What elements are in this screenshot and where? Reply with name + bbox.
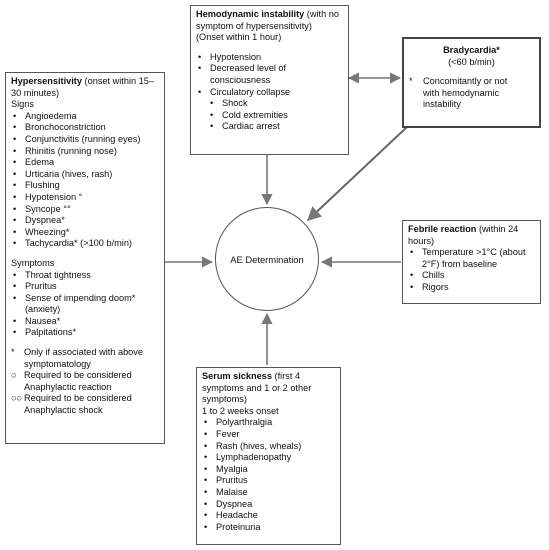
list-item: Rash (hives, wheals) [202,441,335,453]
list-item: Lymphadenopathy [202,452,335,464]
febrile-list: Temperature >1°C (about 2°F) from baseli… [408,247,535,293]
signs-heading: Signs [11,99,34,110]
footnote-single-circle: ○Required to be considered Anaphylactic … [11,370,132,392]
bradycardia-note-line: Concomitantly or not [423,76,508,87]
list-item-continuation: consciousness [210,74,271,85]
hemodynamic-box: Hemodynamic instability (with no symptom… [190,5,349,155]
hemodynamic-list: Hypotension Decreased level of conscious… [196,52,343,133]
list-item: Rhinitis (running nose) [11,146,159,158]
list-item: Edema [11,157,159,169]
list-item: Conjunctivitis (running eyes) [11,134,159,146]
ae-determination-node: AE Determination [215,207,319,311]
list-item: Rigors [408,282,535,294]
footnote-double-circle: ○○Required to be considered Anaphylactic… [11,393,132,416]
serum-list: Polyarthralgia Fever Rash (hives, wheals… [202,417,335,533]
list-item: Malaise [202,487,335,499]
list-item: Sense of impending doom* [11,293,159,305]
hemodynamic-onset: (Onset within 1 hour) [196,32,282,43]
hypersensitivity-box: Hypersensitivity (onset within 15– 30 mi… [5,72,165,444]
bradycardia-note-line: with hemodynamic [423,87,500,98]
list-item-continuation: 2°F) from baseline [422,258,498,269]
serum-heading-line3: symptoms) [202,394,247,405]
list-item: Pruritus [202,475,335,487]
arrow-bradycardia-to-center [306,126,408,221]
symptoms-heading: Symptoms [11,257,55,268]
list-item: Pruritus [11,281,159,293]
list-item: Temperature >1°C (about [408,247,535,259]
sub-list-item: Shock [196,98,343,110]
list-item: Myalgia [202,464,335,476]
list-item: Urticaria (hives, rash) [11,169,159,181]
hemodynamic-heading-line2: symptom of hypersensitivity) [196,20,312,31]
list-item: Flushing [11,180,159,192]
footnote-asterisk: *Only if associated with above symptomat… [11,347,143,369]
sub-list-item: Cardiac arrest [196,121,343,133]
list-item: Throat tightness [11,270,159,282]
bradycardia-box: Bradycardia* (<60 b/min) * Concomitantly… [402,37,541,128]
bradycardia-criterion: (<60 b/min) [448,56,495,67]
bradycardia-note: * Concomitantly or not with hemodynamic … [409,76,508,111]
serum-heading-line2: symptoms and 1 or 2 other [202,382,312,393]
list-item: Polyarthralgia [202,417,335,429]
symptoms-list: Throat tightness Pruritus Sense of impen… [11,270,159,340]
list-item: Proteinuria [202,522,335,534]
list-item-continuation: (anxiety) [25,304,61,315]
list-item: Dyspnea* [11,215,159,227]
list-item: Circulatory collapse [196,87,343,99]
list-item: Decreased level of [196,63,343,75]
ae-determination-label: AE Determination [230,253,304,265]
list-item: Palpitations* [11,327,159,339]
febrile-box: Febrile reaction (within 24 hours) Tempe… [402,220,541,304]
febrile-heading: Febrile reaction (within 24 [408,224,519,234]
hemodynamic-heading: Hemodynamic instability (with no [196,9,339,19]
list-item: Syncope °° [11,204,159,216]
list-item: Fever [202,429,335,441]
list-item: Dyspnea [202,499,335,511]
febrile-heading-line2: hours) [408,235,435,246]
bradycardia-heading: Bradycardia* [443,45,500,55]
hypersensitivity-heading-line2: 30 minutes) [11,87,60,98]
serum-sickness-box: Serum sickness (first 4 symptoms and 1 o… [196,367,341,545]
serum-onset: 1 to 2 weeks onset [202,405,279,416]
signs-list: Angioedema Bronchoconstriction Conjuncti… [11,111,159,250]
bradycardia-note-text: Concomitantly or not with hemodynamic in… [423,76,507,111]
sub-list-item: Cold extremities [196,110,343,122]
list-item: Angioedema [11,111,159,123]
serum-heading: Serum sickness (first 4 [202,371,301,381]
hypersensitivity-heading: Hypersensitivity (onset within 15– [11,76,154,86]
list-item: Headache [202,510,335,522]
bradycardia-note-line: instability [423,99,461,110]
list-item: Hypotension [196,52,343,64]
list-item: Chills [408,270,535,282]
list-item: Bronchoconstriction [11,122,159,134]
list-item: Nausea* [11,316,159,328]
list-item: Tachycardia* (>100 b/min) [11,238,159,250]
list-item: Wheezing* [11,227,159,239]
list-item: Hypotension ° [11,192,159,204]
